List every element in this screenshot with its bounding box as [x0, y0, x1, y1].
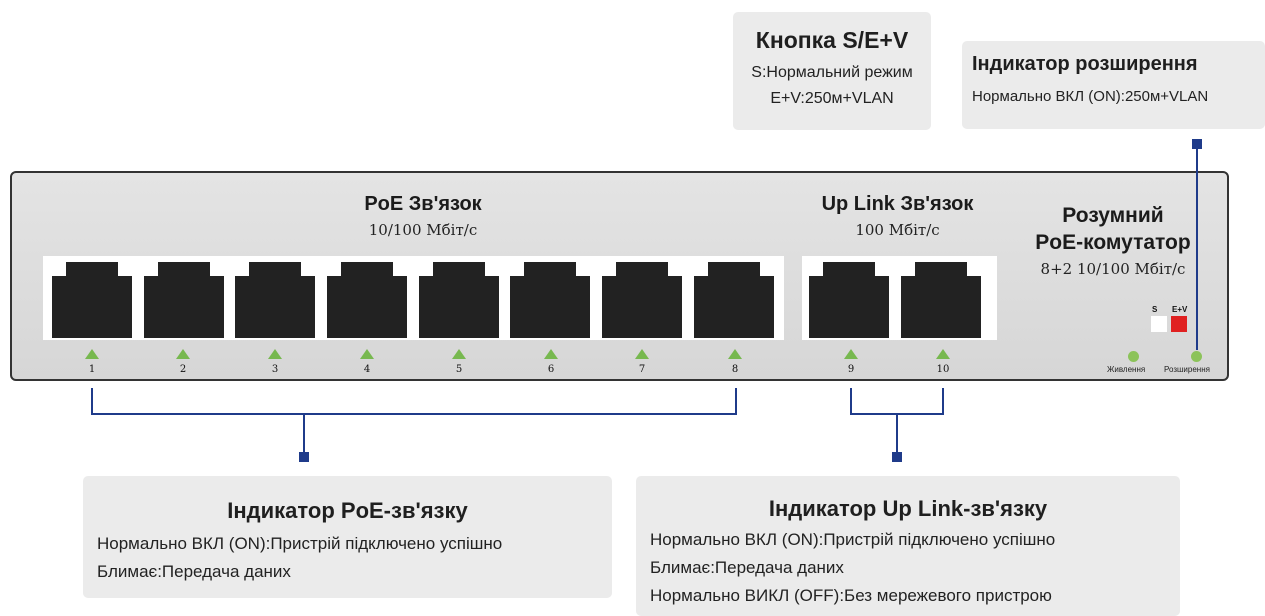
- port-number: 8: [731, 364, 739, 375]
- button-callout-title: Кнопка S/E+V: [755, 27, 909, 53]
- rj45-port-10[interactable]: [901, 262, 981, 338]
- uplink-callout-line-1: Нормально ВКЛ (ON):Пристрій підключено у…: [650, 530, 1056, 549]
- port-number: 5: [455, 364, 463, 375]
- rj45-port-5[interactable]: [419, 262, 499, 338]
- uplink-section-title: Up Link Зв'язок: [821, 193, 974, 215]
- led-triangle-icon: [936, 349, 950, 359]
- rj45-connector-icon: [419, 262, 499, 338]
- led-triangle-icon: [844, 349, 858, 359]
- extension-callout-line-1: Нормально ВКЛ (ON):250м+VLAN: [972, 88, 1209, 105]
- rj45-connector-icon: [235, 262, 315, 338]
- product-title-line-2: PoE-комутатор: [1035, 231, 1191, 254]
- uplink-section-speed: 100 Мбіт/с: [855, 221, 940, 239]
- poe-marker-square: [299, 452, 309, 462]
- toggle-ev-position[interactable]: [1171, 316, 1187, 332]
- port-number: 1: [88, 364, 96, 375]
- port-number: 9: [847, 364, 855, 375]
- rj45-connector-icon: [144, 262, 224, 338]
- rj45-port-7[interactable]: [602, 262, 682, 338]
- poe-section-title: PoE Зв'язок: [364, 193, 482, 215]
- extension-led-icon: [1191, 351, 1202, 362]
- button-callout-line-2: E+V:250м+VLAN: [770, 90, 894, 107]
- rj45-port-1[interactable]: [52, 262, 132, 338]
- port-number: 4: [363, 364, 371, 375]
- product-title: Розумний PoE-комутатор: [1008, 202, 1218, 256]
- button-callout: Кнопка S/E+V S:Нормальний режим E+V:250м…: [733, 12, 931, 130]
- power-led-icon: [1128, 351, 1139, 362]
- uplink-callout: Індикатор Up Link-зв'язку Нормально ВКЛ …: [636, 476, 1180, 616]
- rj45-port-8[interactable]: [694, 262, 774, 338]
- button-callout-line-1: S:Нормальний режим: [751, 64, 913, 81]
- poe-callout-line-1: Нормально ВКЛ (ON):Пристрій підключено у…: [97, 534, 503, 553]
- poe-section-speed: 10/100 Мбіт/с: [368, 221, 478, 239]
- led-triangle-icon: [635, 349, 649, 359]
- rj45-connector-icon: [327, 262, 407, 338]
- rj45-connector-icon: [602, 262, 682, 338]
- rj45-connector-icon: [694, 262, 774, 338]
- toggle-s-position[interactable]: [1151, 316, 1167, 332]
- poe-link-callout: Індикатор PoE-зв'язку Нормально ВКЛ (ON)…: [83, 476, 612, 598]
- extension-callout-title: Індикатор розширення: [972, 53, 1198, 75]
- uplink-callout-title: Індикатор Up Link-зв'язку: [768, 496, 1048, 521]
- rj45-connector-icon: [809, 262, 889, 338]
- power-led-label: Живлення: [1107, 365, 1146, 374]
- uplink-callout-line-3: Нормально ВИКЛ (OFF):Без мережевого прис…: [650, 586, 1052, 605]
- extension-callout: Індикатор розширення Нормально ВКЛ (ON):…: [962, 41, 1265, 129]
- port-number: 2: [179, 364, 187, 375]
- switch-label-s: S: [1152, 305, 1158, 314]
- led-triangle-icon: [85, 349, 99, 359]
- product-title-line-1: Розумний: [1062, 204, 1164, 227]
- extension-led-label: Розширення: [1164, 365, 1210, 374]
- rj45-port-2[interactable]: [144, 262, 224, 338]
- led-triangle-icon: [176, 349, 190, 359]
- rj45-port-9[interactable]: [809, 262, 889, 338]
- port-number: 6: [547, 364, 555, 375]
- led-triangle-icon: [360, 349, 374, 359]
- led-triangle-icon: [452, 349, 466, 359]
- product-subtitle: 8+2 10/100 Мбіт/с: [1040, 260, 1186, 278]
- rj45-port-3[interactable]: [235, 262, 315, 338]
- led-triangle-icon: [728, 349, 742, 359]
- led-triangle-icon: [268, 349, 282, 359]
- led-triangle-icon: [544, 349, 558, 359]
- rj45-connector-icon: [510, 262, 590, 338]
- poe-callout-title: Індикатор PoE-зв'язку: [227, 498, 468, 523]
- rj45-port-4[interactable]: [327, 262, 407, 338]
- uplink-callout-line-2: Блимає:Передача даних: [650, 558, 844, 577]
- extension-marker-square: [1192, 139, 1202, 149]
- rj45-connector-icon: [901, 262, 981, 338]
- switch-label-ev: E+V: [1172, 305, 1188, 314]
- uplink-marker-square: [892, 452, 902, 462]
- rj45-connector-icon: [52, 262, 132, 338]
- poe-callout-line-2: Блимає:Передача даних: [97, 562, 291, 581]
- rj45-port-6[interactable]: [510, 262, 590, 338]
- port-number: 7: [638, 364, 646, 375]
- port-number: 10: [936, 364, 950, 375]
- port-number: 3: [271, 364, 279, 375]
